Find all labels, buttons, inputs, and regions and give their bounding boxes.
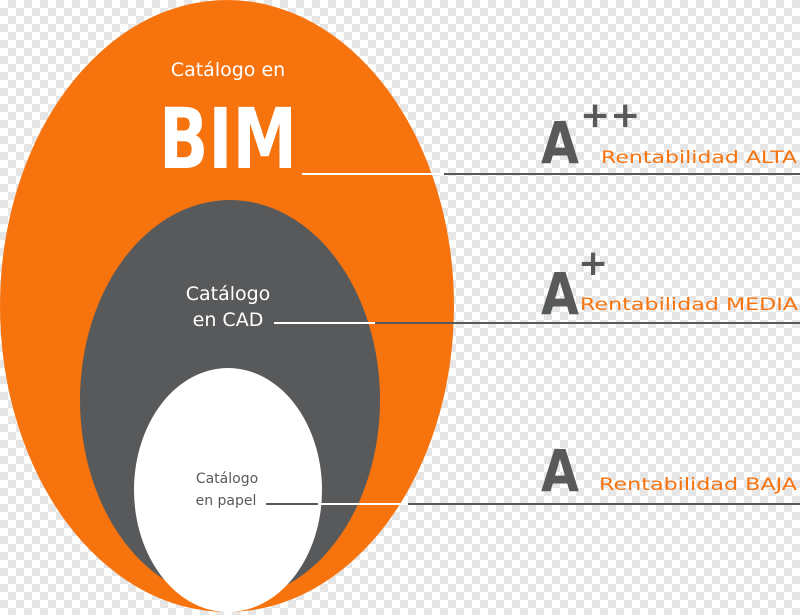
- papel-title-line1: Catálogo: [196, 471, 258, 487]
- label-rentabilidad-alta: Rentabilidad ALTA: [601, 148, 797, 168]
- grade-sup-cad: +: [578, 243, 608, 284]
- bim-title-small: Catálogo en: [171, 59, 285, 81]
- cad-title-line2: en CAD: [193, 309, 264, 331]
- papel-title-line2: en papel: [196, 493, 257, 509]
- inner-ellipse-papel: [134, 368, 322, 612]
- label-rentabilidad-baja: Rentabilidad BAJA: [599, 475, 797, 495]
- bim-title-big: BIM: [159, 90, 297, 188]
- grade-cad: A: [541, 260, 579, 328]
- grade-bim: A: [541, 109, 579, 177]
- label-rentabilidad-media: Rentabilidad MEDIA: [580, 295, 798, 315]
- grade-sup-bim: ++: [580, 95, 640, 136]
- cad-title-line1: Catálogo: [186, 283, 271, 305]
- grade-papel: A: [541, 437, 579, 505]
